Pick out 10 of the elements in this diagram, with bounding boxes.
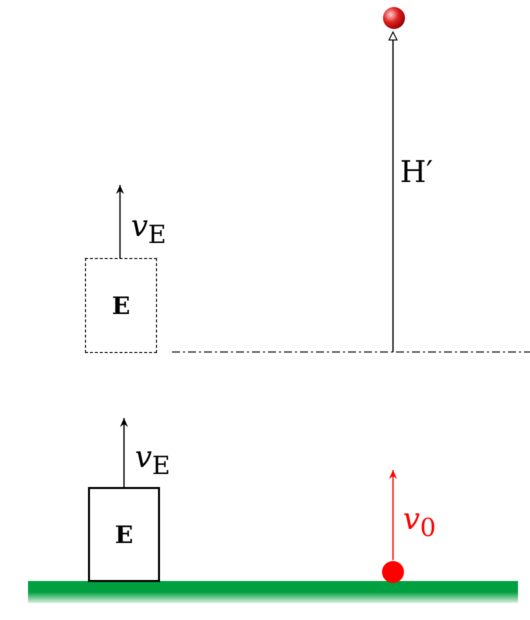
elevator-outline (85, 258, 157, 353)
elevator-label: E (112, 291, 130, 320)
ball (382, 561, 404, 583)
velocity-label: v$_{0}$ (403, 505, 436, 540)
velocity-label: v$_{E}$ (131, 212, 166, 247)
height-label: H′ (400, 158, 433, 188)
ball (383, 7, 405, 29)
elevator-label: E (114, 520, 134, 549)
velocity-label: v$_{E}$ (135, 443, 170, 478)
elevator-box (88, 487, 160, 582)
